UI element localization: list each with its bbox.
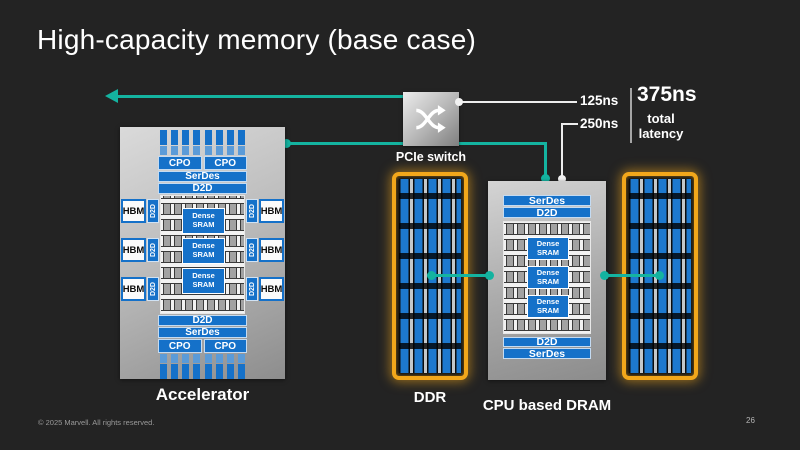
pcie-switch-box [403, 92, 459, 146]
serdes-bar-top: SerDes [503, 195, 591, 207]
accelerator-chip: CPO CPO SerDes D2D HBM HBM HBM D2D D2D D… [120, 127, 285, 379]
d2d-strip: D2D [246, 277, 258, 301]
d2d-strip: D2D [246, 199, 258, 223]
sram-tile-array: Dense SRAM Dense SRAM Dense SRAM [503, 221, 591, 334]
ddr-label: DDR [413, 389, 447, 406]
page-title: High-capacity memory (base case) [37, 24, 476, 55]
dense-sram-block: Dense SRAM [527, 237, 569, 260]
cpo-block: CPO [203, 339, 247, 353]
sram-tile-array: Dense SRAM Dense SRAM Dense SRAM [160, 195, 245, 314]
dense-sram-block: Dense SRAM [527, 266, 569, 289]
hbm-column-left: HBM HBM HBM [121, 195, 146, 314]
latency-125-dot [455, 98, 463, 106]
io-fins-bottom [160, 364, 245, 379]
hbm-block: HBM [259, 238, 284, 262]
d2d-bar-top: D2D [503, 207, 591, 219]
hbm-block: HBM [259, 199, 284, 223]
cpo-block: CPO [203, 156, 247, 170]
latency-hop1-label: 125ns [580, 93, 619, 108]
d2d-bar-bottom: D2D [503, 336, 591, 348]
d2d-bar-top: D2D [158, 183, 247, 194]
latency-total-caption: total latency [638, 111, 684, 141]
dense-sram-block: Dense SRAM [182, 268, 225, 294]
latency-divider [630, 88, 632, 143]
connector-switch-to-left [117, 95, 404, 98]
hbm-block: HBM [121, 277, 146, 301]
connector-dot [427, 271, 436, 280]
io-pads-bottom [160, 354, 245, 363]
latency-hop2-label: 250ns [580, 116, 619, 131]
hbm-block: HBM [121, 199, 146, 223]
dense-sram-block: Dense SRAM [527, 295, 569, 318]
arrowhead-left-icon [105, 89, 118, 103]
latency-250-line-horizontal [561, 123, 578, 125]
latency-125-line [459, 101, 577, 103]
pcie-switch-label: PCIe switch [395, 150, 467, 164]
cpu-dram-label: CPU based DRAM [482, 397, 612, 414]
latency-250-dot [558, 175, 566, 183]
page-number: 26 [746, 416, 755, 425]
hbm-block: HBM [121, 238, 146, 262]
serdes-bar-top: SerDes [158, 171, 247, 182]
connector-ddr-to-cpudram [431, 274, 489, 277]
hbm-block: HBM [259, 277, 284, 301]
footer-copyright: © 2025 Marvell. All rights reserved. [38, 418, 155, 427]
connector-accelerator-to-cpudram-vertical [544, 142, 547, 180]
cpo-row-top: CPO CPO [158, 156, 247, 170]
d2d-strip: D2D [246, 238, 258, 262]
d2d-column-left: D2D D2D D2D [147, 195, 159, 314]
dense-sram-block: Dense SRAM [182, 208, 225, 234]
accelerator-core: HBM HBM HBM D2D D2D D2D Dense SRAM Dense… [120, 195, 285, 314]
d2d-column-right: D2D D2D D2D [246, 195, 258, 314]
cpo-row-bottom: CPO CPO [158, 339, 247, 353]
io-pads-top [160, 146, 245, 155]
connector-dot [600, 271, 609, 280]
latency-250-line-vertical [561, 123, 563, 180]
latency-total-value: 375ns [637, 83, 697, 106]
connector-dot [282, 139, 291, 148]
connector-dot [541, 174, 550, 183]
cpu-dram-chip: SerDes D2D Dense SRAM Dense SRAM Dense S… [488, 181, 606, 380]
shuffle-arrows-icon [415, 105, 446, 133]
io-fins-top [160, 130, 245, 145]
d2d-strip: D2D [147, 238, 159, 262]
serdes-bar-bottom: SerDes [158, 327, 247, 338]
accelerator-label: Accelerator [155, 385, 250, 404]
dense-sram-block: Dense SRAM [182, 238, 225, 264]
d2d-strip: D2D [147, 277, 159, 301]
cpo-block: CPO [158, 339, 202, 353]
cpo-block: CPO [158, 156, 202, 170]
hbm-column-right: HBM HBM HBM [259, 195, 284, 314]
d2d-strip: D2D [147, 199, 159, 223]
d2d-bar-bottom: D2D [158, 315, 247, 326]
connector-dot [485, 271, 494, 280]
serdes-bar-bottom: SerDes [503, 348, 591, 360]
connector-dot [655, 271, 664, 280]
connector-cpudram-to-ddr [604, 274, 661, 277]
